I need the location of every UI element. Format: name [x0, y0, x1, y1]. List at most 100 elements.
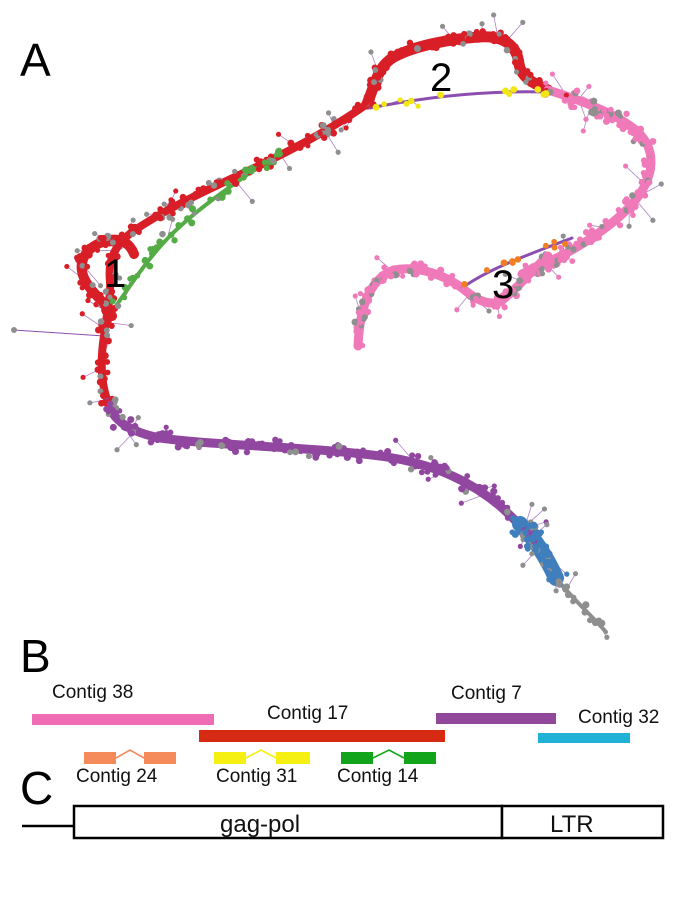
network-node	[397, 97, 403, 103]
contig-38-bar	[32, 714, 214, 725]
network-node	[461, 30, 468, 38]
network-node	[508, 43, 515, 49]
network-node	[387, 272, 395, 280]
network-node	[377, 449, 384, 457]
network-node	[362, 307, 369, 314]
network-node	[536, 76, 543, 84]
network-node	[638, 178, 646, 186]
network-node	[106, 400, 114, 408]
network-node	[130, 217, 136, 223]
network-node	[205, 179, 212, 186]
network-node	[195, 186, 202, 193]
network-node	[475, 37, 482, 43]
network-node	[470, 302, 476, 308]
network-node	[527, 264, 534, 271]
network-node	[181, 437, 187, 443]
network-node	[506, 90, 513, 97]
network-node	[508, 258, 516, 265]
network-node	[97, 283, 104, 289]
network-node	[587, 617, 594, 624]
network-node	[105, 252, 111, 259]
network-node	[330, 129, 338, 137]
network-node	[586, 232, 594, 240]
network-node	[437, 266, 445, 274]
contig-14-split	[341, 749, 436, 764]
loop-2-lower-edges	[368, 90, 550, 110]
network-node	[133, 442, 139, 448]
network-node	[119, 413, 126, 421]
network-node	[645, 179, 653, 186]
network-node	[122, 295, 128, 301]
network-node	[602, 117, 610, 125]
network-node	[431, 459, 438, 466]
network-node	[163, 424, 169, 430]
network-node	[320, 134, 328, 141]
network-node	[79, 311, 85, 317]
network-node	[259, 441, 267, 449]
panel-a-letter: A	[20, 34, 51, 86]
network-node	[588, 239, 595, 246]
network-node	[418, 469, 425, 476]
network-node	[87, 400, 93, 406]
network-node	[317, 130, 323, 136]
network-node	[85, 297, 91, 304]
network-node	[80, 374, 86, 380]
network-node	[551, 574, 558, 581]
network-node	[428, 455, 434, 461]
network-node	[444, 465, 450, 471]
network-node	[500, 39, 507, 46]
network-node	[168, 197, 174, 203]
network-node	[102, 300, 110, 307]
network-node	[272, 436, 279, 444]
network-node	[414, 45, 421, 53]
network-node	[641, 192, 649, 199]
network-node	[128, 322, 134, 329]
network-node	[529, 501, 535, 507]
network-node	[104, 260, 113, 268]
network-node	[357, 291, 364, 297]
contig-24-junction	[115, 749, 145, 759]
network-node	[461, 281, 468, 288]
network-node	[360, 342, 366, 349]
network-node	[128, 248, 134, 255]
network-node	[551, 238, 558, 245]
network-node	[603, 112, 610, 119]
network-node	[109, 298, 116, 305]
network-node	[406, 39, 414, 47]
network-node	[86, 243, 93, 250]
network-node	[98, 399, 105, 407]
network-node	[188, 219, 196, 227]
network-node	[304, 132, 311, 139]
network-node	[112, 396, 119, 403]
network-node	[129, 231, 136, 238]
network-node	[541, 256, 548, 263]
network-node	[439, 23, 446, 29]
network-node	[561, 97, 569, 104]
network-node	[325, 110, 332, 116]
network-node	[454, 307, 460, 313]
network-node	[561, 585, 568, 592]
network-node	[281, 447, 289, 454]
network-node	[533, 529, 541, 536]
network-node	[114, 447, 120, 453]
network-node	[409, 452, 416, 459]
network-node	[352, 293, 358, 299]
network-node	[175, 222, 182, 229]
network-node	[353, 450, 361, 458]
network-node	[534, 86, 542, 93]
network-node	[170, 202, 177, 209]
network-node	[642, 137, 651, 145]
network-node	[500, 259, 508, 267]
network-node	[334, 451, 341, 458]
network-node	[412, 271, 420, 278]
network-node	[570, 246, 577, 253]
network-node	[79, 285, 85, 291]
network-node	[121, 284, 129, 291]
contig-38-label: Contig 38	[52, 682, 133, 703]
network-node	[97, 318, 105, 325]
loop-2-top-strand	[361, 31, 554, 110]
network-node	[539, 271, 546, 277]
network-node	[506, 290, 513, 297]
network-node	[141, 256, 149, 265]
network-node	[261, 159, 268, 166]
